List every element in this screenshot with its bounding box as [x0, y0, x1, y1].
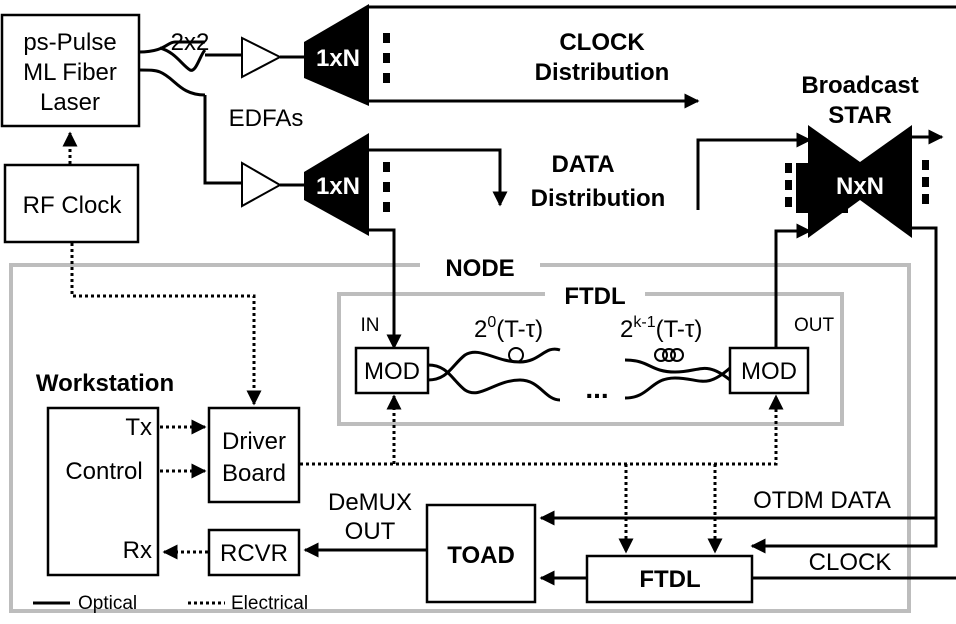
coupler-label: 2x2: [171, 29, 210, 56]
ftdl-out-label: OUT: [794, 315, 835, 336]
coupler-cross: [159, 46, 207, 72]
coupler-in-top: [138, 40, 205, 54]
demux-line1: DeMUX: [328, 489, 412, 516]
coupler-in-bottom: [138, 68, 206, 97]
ftdl-in-label: IN: [361, 315, 380, 336]
delay-loop-2: [662, 348, 676, 362]
rcvr-box: [207, 528, 301, 577]
ftdl-delay-line-1b: [427, 347, 561, 382]
ftdl-label-bg: [545, 282, 645, 308]
clock-port-dot: [383, 33, 390, 43]
data-splitter: [304, 133, 369, 236]
star-port-dot: [922, 194, 929, 204]
edfa-clock-amplifier: [241, 36, 283, 79]
toad-label: TOAD: [447, 542, 515, 569]
rf-to-driver-electrical: [70, 243, 262, 406]
data-port-dot: [383, 202, 390, 212]
clock-splitter-label: 1xN: [316, 45, 360, 72]
clock-port-dot: [383, 73, 390, 83]
ftdl-top-title: FTDL: [564, 283, 625, 310]
laser-box: [0, 13, 141, 128]
star-label: NxN: [836, 173, 884, 200]
star-input-top: [696, 132, 812, 210]
ftdl-delay-line-1: [427, 363, 561, 402]
node-label-bg: [420, 252, 540, 282]
star-port-dot: [785, 197, 792, 207]
workstation-box: [46, 406, 160, 577]
edfas-label: EDFAs: [229, 105, 304, 132]
laser-line1: ps-Pulse: [23, 29, 116, 56]
data-splitter-label: 1xN: [316, 173, 360, 200]
rf-clock-box: [3, 163, 140, 244]
ftdl-delay-line-2b: [624, 358, 731, 382]
workstation-title: Workstation: [36, 370, 174, 397]
mod-out-box: [728, 346, 810, 395]
mod-in-label: MOD: [364, 358, 420, 385]
ftdl-bottom-label: FTDL: [639, 566, 700, 593]
legend-optical-label: Optical: [78, 593, 137, 614]
clock-line-label: CLOCK: [809, 549, 892, 576]
driver-board-line2: Board: [222, 460, 286, 487]
workstation-control: Control: [65, 458, 142, 485]
clock-splitter: [304, 4, 369, 106]
data-port-dot: [383, 162, 390, 172]
clock-port-dot: [383, 53, 390, 63]
star-port-dot: [785, 163, 792, 173]
driver-to-mod-out-electrical: [300, 394, 784, 466]
workstation-tx: Tx: [125, 414, 152, 441]
delay-loop-2: [654, 348, 668, 362]
mod-in-box: [354, 346, 430, 395]
legend-electrical-label: Electrical: [231, 593, 308, 614]
delay1-label: 20(T-τ): [474, 314, 543, 343]
mod-out-label: MOD: [741, 358, 797, 385]
clock-dist-line1: CLOCK: [559, 29, 645, 56]
node-label: NODE: [445, 255, 514, 282]
star-port-dot: [922, 160, 929, 170]
ftdl-delay-line-2: [624, 366, 731, 400]
rf-clock-label: RF Clock: [23, 192, 123, 219]
data-dist-line2: Distribution: [531, 185, 666, 212]
broadcast-line1: Broadcast: [801, 72, 918, 99]
edfa-data-amplifier: [241, 161, 283, 208]
toad-box: [425, 503, 537, 604]
laser-line2: ML Fiber: [23, 59, 117, 86]
data-dist-line1: DATA: [551, 151, 614, 178]
otdm-data-fiber: [750, 226, 938, 554]
driver-board-box: [207, 406, 301, 504]
star-input-bottom: [774, 223, 812, 330]
star-port-dot: [922, 177, 929, 187]
otdm-data-label: OTDM DATA: [753, 487, 891, 514]
clock-dist-line2: Distribution: [535, 59, 670, 86]
delay-loop-2: [670, 348, 684, 362]
broadcast-line2: STAR: [828, 102, 892, 129]
demux-line2: OUT: [345, 518, 396, 545]
ftdl-ellipsis: ...: [585, 373, 608, 404]
driver-board-line1: Driver: [222, 428, 286, 455]
laser-line3: Laser: [40, 89, 100, 116]
star-port-dot: [785, 180, 792, 190]
delay2-label: 2k-1(T-τ): [620, 314, 702, 343]
data-fiber-1: [203, 95, 242, 185]
star-body: [796, 163, 848, 213]
data-port-dot: [383, 182, 390, 192]
workstation-rx: Rx: [123, 537, 152, 564]
data-to-mod-in: [369, 228, 402, 350]
data-distribution-arrow: [369, 148, 508, 207]
rcvr-label: RCVR: [220, 540, 288, 567]
delay-loop-1: [508, 347, 524, 363]
